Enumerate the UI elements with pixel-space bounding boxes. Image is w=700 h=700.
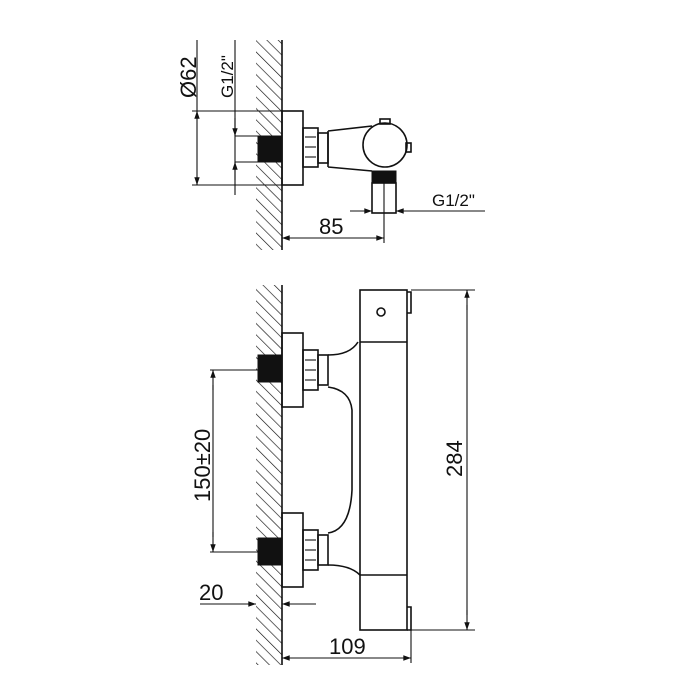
total-depth-label: 109 <box>329 634 366 659</box>
control-knob <box>362 122 408 168</box>
lower-plug <box>257 537 283 566</box>
mounting-hole <box>376 307 386 317</box>
wall-offset-label: 20 <box>199 580 223 605</box>
top-view: Ø62 G1/2" G1/2" 85 <box>176 40 485 250</box>
outlet-fitting <box>371 170 397 184</box>
depth-label: 85 <box>319 214 343 239</box>
mixer-body-front <box>327 341 361 576</box>
lower-flange <box>281 512 304 588</box>
height-label: 284 <box>442 440 467 477</box>
upper-plug <box>257 354 283 383</box>
outlet-thread-label: G1/2" <box>432 191 475 210</box>
wall-hatch-front <box>256 285 282 665</box>
inlet-thread-label: G1/2" <box>218 55 237 98</box>
mixer-body <box>327 125 373 172</box>
front-view: 150±20 284 20 109 <box>190 285 475 665</box>
upper-flange <box>281 332 304 408</box>
wall-flange <box>281 110 304 186</box>
wall-plug <box>257 135 283 163</box>
inlet-spacing-label: 150±20 <box>190 429 215 502</box>
diameter-label: Ø62 <box>176 56 201 98</box>
